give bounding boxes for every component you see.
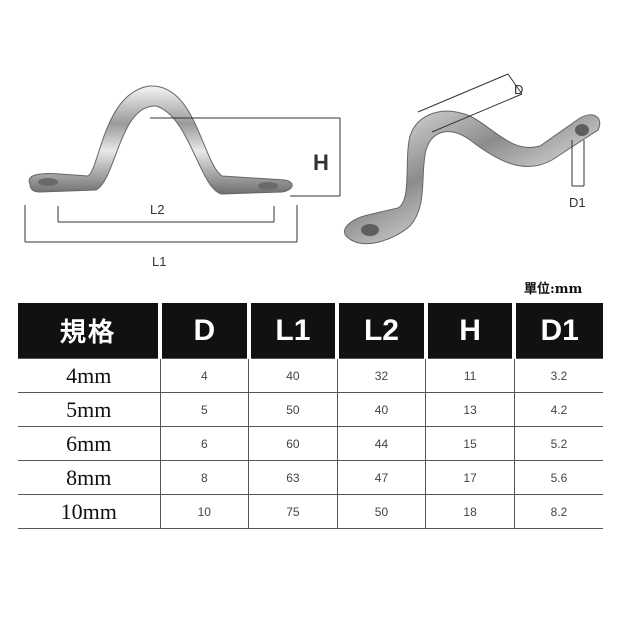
label-d: D <box>514 82 523 97</box>
cell-h: 18 <box>425 494 515 529</box>
cell-l2: 40 <box>336 392 427 427</box>
table-header-row: 規格 D L1 L2 H D1 <box>18 303 603 359</box>
unit-note: 單位:mm <box>524 282 583 297</box>
cell-h: 15 <box>425 426 515 461</box>
header-spec: 規格 <box>18 303 162 359</box>
cell-l2: 44 <box>336 426 427 461</box>
spec-table: 規格 D L1 L2 H D1 4mm 4 40 32 11 3.2 5mm 5… <box>18 303 603 529</box>
cell-l1: 75 <box>248 494 338 529</box>
dimension-d <box>417 73 523 133</box>
cell-l1: 40 <box>248 358 338 393</box>
cell-d1: 5.6 <box>513 460 603 495</box>
table-row: 10mm 10 75 50 18 8.2 <box>18 494 603 529</box>
label-h: H <box>313 150 329 175</box>
staple-front-view <box>28 85 293 195</box>
cell-h: 13 <box>425 392 515 427</box>
header-d1: D1 <box>512 303 603 359</box>
dimension-h <box>150 117 341 197</box>
header-d: D <box>158 303 251 359</box>
cell-d: 8 <box>159 460 250 495</box>
cell-l1: 50 <box>248 392 338 427</box>
cell-l2: 32 <box>336 358 427 393</box>
cell-size: 8mm <box>18 460 161 495</box>
dimension-l1 <box>24 205 298 243</box>
mounting-hole-side-a <box>361 224 379 236</box>
mounting-hole-left <box>38 178 58 186</box>
cell-l2: 50 <box>336 494 427 529</box>
cell-l1: 63 <box>248 460 338 495</box>
mounting-hole-right <box>258 182 278 190</box>
cell-d1: 4.2 <box>513 392 603 427</box>
product-dimension-diagram: H L2 L1 D D1 <box>24 73 601 269</box>
header-l1: L1 <box>246 303 340 359</box>
table-row: 4mm 4 40 32 11 3.2 <box>18 358 603 393</box>
cell-size: 4mm <box>18 358 161 393</box>
cell-l1: 60 <box>248 426 338 461</box>
cell-l2: 47 <box>336 460 427 495</box>
cell-h: 17 <box>425 460 515 495</box>
cell-d: 10 <box>159 494 250 529</box>
dimension-d1 <box>571 140 585 187</box>
cell-d: 6 <box>159 426 250 461</box>
header-h: H <box>423 303 517 359</box>
cell-d1: 3.2 <box>513 358 603 393</box>
label-l2: L2 <box>150 202 164 217</box>
header-l2: L2 <box>335 303 428 359</box>
cell-d1: 8.2 <box>513 494 603 529</box>
mounting-hole-side-b <box>575 124 589 136</box>
label-l1: L1 <box>152 254 166 269</box>
label-d1: D1 <box>569 195 586 210</box>
cell-d: 5 <box>159 392 250 427</box>
cell-size: 5mm <box>18 392 161 427</box>
cell-h: 11 <box>425 358 515 393</box>
table-row: 8mm 8 63 47 17 5.6 <box>18 460 603 495</box>
cell-d1: 5.2 <box>513 426 603 461</box>
dimension-l2 <box>57 206 275 223</box>
cell-size: 10mm <box>18 494 161 529</box>
cell-d: 4 <box>159 358 250 393</box>
staple-side-view <box>344 110 601 245</box>
cell-size: 6mm <box>18 426 161 461</box>
table-row: 6mm 6 60 44 15 5.2 <box>18 426 603 461</box>
table-row: 5mm 5 50 40 13 4.2 <box>18 392 603 427</box>
